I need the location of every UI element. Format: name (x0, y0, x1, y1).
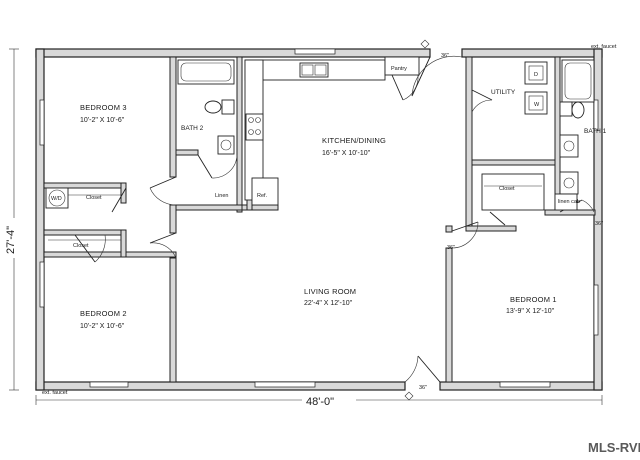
bath2-label: BATH 2 (181, 125, 204, 132)
dryer-label: D (534, 72, 538, 78)
bedroom3-name: BEDROOM 3 (80, 103, 127, 112)
interior-walls (43, 56, 596, 383)
closet-b1-label: Closet (499, 186, 515, 192)
linen-cab-label: linen cab (558, 199, 580, 205)
exterior-walls (35, 48, 603, 391)
kitchen-dims: 16'-5" X 10'-10" (322, 150, 371, 157)
ref-label: Ref. (257, 193, 268, 199)
living-dims: 22'-4" X 12'-10" (304, 300, 353, 307)
bedroom3-dims: 10'-2" X 10'-6" (80, 117, 125, 124)
door-top-label: 36" (441, 53, 449, 59)
room-labels: BEDROOM 3 10'-2" X 10'-6" BEDROOM 2 10'-… (42, 44, 617, 396)
door-bottom-label: 36" (419, 385, 427, 391)
living-name: LIVING ROOM (304, 287, 356, 296)
bedroom1-dims: 13'-9" X 12'-10" (506, 308, 555, 315)
closet-b2-label: Closet (73, 243, 89, 249)
overall-dimensions: 48'-0" 27'-4" (3, 218, 356, 408)
door-right-label: 36" (595, 221, 603, 227)
bath1-label: BATH 1 (584, 128, 607, 135)
faucet-bottom-label: ext. faucet (42, 390, 68, 396)
bedroom2-name: BEDROOM 2 (80, 309, 127, 318)
watermark: MLS-RVL (588, 440, 640, 455)
closet-b3-label: Closet (86, 195, 102, 201)
linen-label: Linen (215, 193, 228, 199)
doors (74, 55, 595, 383)
width-dimension: 48'-0" (306, 396, 334, 408)
door-left-label: 36" (447, 245, 455, 251)
windows (39, 48, 599, 388)
faucet-top-label: ext. faucet (591, 44, 617, 50)
kitchen-name: KITCHEN/DINING (322, 136, 386, 145)
depth-dimension: 27'-4" (5, 226, 17, 254)
fixtures (45, 56, 595, 241)
pantry-label: Pantry (391, 66, 407, 72)
bedroom2-dims: 10'-2" X 10'-6" (80, 323, 125, 330)
washer-label: W (534, 102, 540, 108)
utility-label: UTILITY (491, 89, 516, 96)
wd-label: W/D (51, 196, 62, 202)
bedroom1-name: BEDROOM 1 (510, 295, 557, 304)
